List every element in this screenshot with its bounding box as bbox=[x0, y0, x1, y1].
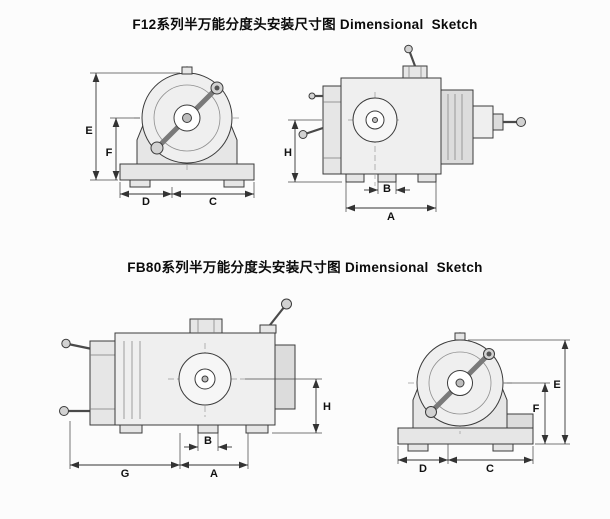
top-clamp bbox=[402, 65, 428, 79]
dim-label-f: F bbox=[106, 147, 113, 159]
rear-cap bbox=[274, 344, 296, 410]
top-tenon bbox=[189, 318, 223, 334]
dim-label-b: B bbox=[204, 435, 212, 447]
spindle-hub bbox=[182, 113, 192, 123]
dim-label-h: H bbox=[323, 401, 331, 413]
f12-side-body bbox=[298, 44, 526, 186]
f12-front-body bbox=[119, 66, 255, 188]
dim-label-b: B bbox=[383, 183, 391, 195]
locating-key bbox=[197, 424, 219, 434]
f12-side-view-drawing: H B A bbox=[284, 44, 526, 222]
dim-label-e: E bbox=[553, 379, 560, 391]
dim-label-e: E bbox=[85, 125, 92, 137]
f12-section-title: F12系列半万能分度头安装尺寸图 Dimensional Sketch bbox=[132, 17, 478, 32]
fb80-front-body bbox=[397, 332, 534, 452]
lock-tab bbox=[454, 332, 466, 341]
fb80-side-body bbox=[59, 298, 296, 434]
dim-label-g: G bbox=[121, 468, 130, 480]
dim-label-a: A bbox=[210, 468, 218, 480]
fb80-section-title: FB80系列半万能分度头安装尺寸图 Dimensional Sketch bbox=[127, 260, 483, 275]
f12-side-dimensions: H B A bbox=[284, 119, 437, 222]
dim-label-d: D bbox=[419, 463, 427, 475]
left-lever bbox=[304, 126, 324, 136]
f12-front-dimensions: E F D C bbox=[85, 72, 255, 206]
lock-tab bbox=[181, 66, 193, 75]
dim-label-a: A bbox=[387, 211, 395, 222]
f12-front-view-drawing: E F D C bbox=[85, 66, 255, 206]
upper-left-handle bbox=[67, 342, 93, 351]
dim-label-d: D bbox=[142, 196, 150, 206]
crank-knob bbox=[486, 351, 492, 357]
dim-label-c: C bbox=[486, 463, 494, 475]
dim-label-h: H bbox=[284, 147, 292, 159]
crank-knob bbox=[214, 85, 220, 91]
dim-label-c: C bbox=[209, 196, 217, 206]
spindle-housing bbox=[440, 89, 474, 165]
locating-key bbox=[377, 173, 397, 183]
fb80-side-view-drawing: H B G A bbox=[59, 298, 331, 480]
fb80-front-dimensions: E F D C bbox=[397, 339, 570, 475]
spindle-hub bbox=[455, 378, 465, 388]
top-right-lever bbox=[269, 305, 286, 326]
fb80-side-dimensions: H B G A bbox=[69, 378, 331, 480]
fb80-front-view-drawing: E F D C bbox=[397, 332, 570, 475]
dim-label-f: F bbox=[533, 403, 540, 415]
